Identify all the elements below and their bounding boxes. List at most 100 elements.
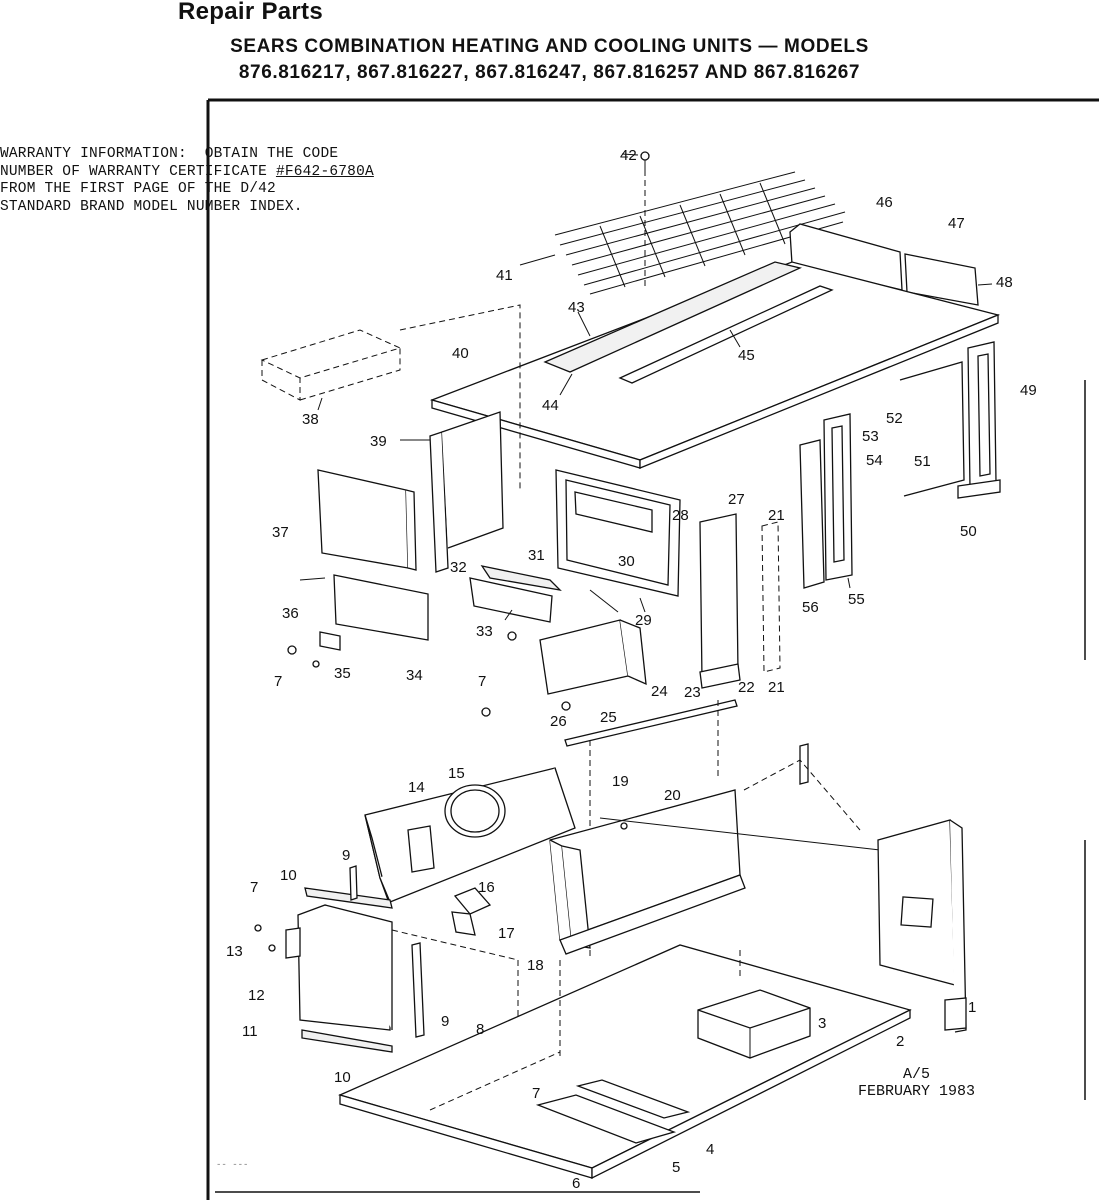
callout-7: 7 bbox=[532, 1085, 540, 1102]
callout-36: 36 bbox=[282, 605, 299, 622]
callout-49: 49 bbox=[1020, 382, 1037, 399]
callout-19: 19 bbox=[612, 773, 629, 790]
callout-1: 1 bbox=[968, 999, 976, 1016]
callout-3: 3 bbox=[818, 1015, 826, 1032]
callout-17: 17 bbox=[498, 925, 515, 942]
filter-38 bbox=[260, 304, 521, 490]
callout-35: 35 bbox=[334, 665, 351, 682]
right-side-49-52 bbox=[899, 341, 1001, 499]
callout-41: 41 bbox=[496, 267, 513, 284]
uprights-53-56 bbox=[799, 413, 853, 589]
callout-55: 55 bbox=[848, 591, 865, 608]
callout-48: 48 bbox=[996, 274, 1013, 291]
callout-10: 10 bbox=[334, 1069, 351, 1086]
callout-28: 28 bbox=[672, 507, 689, 524]
callout-51: 51 bbox=[914, 453, 931, 470]
callout-23: 23 bbox=[684, 684, 701, 701]
bracket-16-17 bbox=[451, 887, 492, 936]
callout-50: 50 bbox=[960, 523, 977, 540]
callout-16: 16 bbox=[478, 879, 495, 896]
callout-47: 47 bbox=[948, 215, 965, 232]
callout-21: 21 bbox=[768, 507, 785, 524]
callout-18: 18 bbox=[527, 957, 544, 974]
callout-32: 32 bbox=[450, 559, 467, 576]
warranty-line-3: FROM THE FIRST PAGE OF THE D/42 bbox=[0, 181, 276, 197]
models-line-1: SEARS COMBINATION HEATING AND COOLING UN… bbox=[230, 36, 869, 57]
callout-25: 25 bbox=[600, 709, 617, 726]
control-box-24-25-26 bbox=[481, 589, 647, 717]
callout-14: 14 bbox=[408, 779, 425, 796]
callout-44: 44 bbox=[542, 397, 559, 414]
fan-panel-14-15 bbox=[364, 767, 576, 903]
warranty-information: WARRANTY INFORMATION: OBTAIN THE CODE NU… bbox=[0, 146, 374, 216]
screw-42 bbox=[621, 151, 650, 170]
callout-6: 6 bbox=[572, 1175, 580, 1192]
callout-46: 46 bbox=[876, 194, 893, 211]
callout-54: 54 bbox=[866, 452, 883, 469]
callout-2: 2 bbox=[896, 1033, 904, 1050]
warranty-certificate-code: #F642-6780A bbox=[275, 163, 374, 180]
callout-9: 9 bbox=[342, 847, 350, 864]
callout-13: 13 bbox=[226, 943, 243, 960]
callout-21: 21 bbox=[768, 679, 785, 696]
callout-42: 42 bbox=[620, 147, 637, 164]
side-panel-37 bbox=[317, 469, 417, 571]
channels-43-44-45 bbox=[543, 261, 834, 396]
callout-7: 7 bbox=[250, 879, 258, 896]
callout-24: 24 bbox=[651, 683, 668, 700]
base-pan-8 bbox=[338, 944, 912, 1180]
warranty-line-1: WARRANTY INFORMATION: OBTAIN THE CODE bbox=[0, 146, 339, 162]
callout-9: 9 bbox=[441, 1013, 449, 1030]
print-stamp: -- --- bbox=[216, 1160, 249, 1170]
callout-12: 12 bbox=[248, 987, 265, 1004]
callout-56: 56 bbox=[802, 599, 819, 616]
channel-27 bbox=[699, 513, 741, 689]
callout-22: 22 bbox=[738, 679, 755, 696]
callout-45: 45 bbox=[738, 347, 755, 364]
page-title: Repair Parts bbox=[178, 0, 323, 25]
louvre-parts-34-35-36 bbox=[287, 574, 429, 668]
revision-code: A/5 bbox=[903, 1066, 931, 1083]
hinge-strip bbox=[743, 743, 861, 831]
side-channel-39 bbox=[400, 411, 504, 573]
callout-7: 7 bbox=[274, 673, 282, 690]
warranty-line-4: STANDARD BRAND MODEL NUMBER INDEX. bbox=[0, 198, 303, 215]
drain-pan-31-32-33 bbox=[469, 565, 562, 623]
access-panel-1 bbox=[877, 819, 967, 1033]
callout-26: 26 bbox=[550, 713, 567, 730]
callout-38: 38 bbox=[302, 411, 319, 428]
callout-30: 30 bbox=[618, 553, 635, 570]
page-frame bbox=[206, 98, 1099, 1200]
callout-7: 7 bbox=[478, 673, 486, 690]
rail-21 bbox=[761, 521, 781, 673]
rear-panels-46-47-48 bbox=[789, 223, 993, 306]
callout-43: 43 bbox=[568, 299, 585, 316]
callout-15: 15 bbox=[448, 765, 465, 782]
partition-18-19-20 bbox=[549, 789, 881, 955]
callout-37: 37 bbox=[272, 524, 289, 541]
callout-29: 29 bbox=[635, 612, 652, 629]
callout-5: 5 bbox=[672, 1159, 680, 1176]
callout-11: 11 bbox=[242, 1023, 258, 1040]
callout-8: 8 bbox=[476, 1021, 484, 1038]
callout-4: 4 bbox=[706, 1141, 714, 1158]
callout-39: 39 bbox=[370, 433, 387, 450]
evaporator-frame-28-30 bbox=[555, 469, 681, 613]
callout-20: 20 bbox=[664, 787, 681, 804]
callout-10: 10 bbox=[280, 867, 297, 884]
callout-40: 40 bbox=[452, 345, 469, 362]
top-grille-41 bbox=[519, 170, 846, 295]
revision-date: FEBRUARY 1983 bbox=[858, 1083, 976, 1100]
warranty-line-2-prefix: NUMBER OF WARRANTY CERTIFICATE bbox=[0, 163, 276, 180]
callout-31: 31 bbox=[528, 547, 545, 564]
callout-52: 52 bbox=[886, 410, 903, 427]
models-line-2: 876.816217, 867.816227, 867.816247, 867.… bbox=[238, 62, 861, 83]
callout-53: 53 bbox=[862, 428, 879, 445]
callout-33: 33 bbox=[476, 623, 493, 640]
left-bottom-parts-9-13 bbox=[254, 865, 519, 1060]
callout-34: 34 bbox=[406, 667, 423, 684]
compressor-box-3 bbox=[697, 989, 811, 1059]
